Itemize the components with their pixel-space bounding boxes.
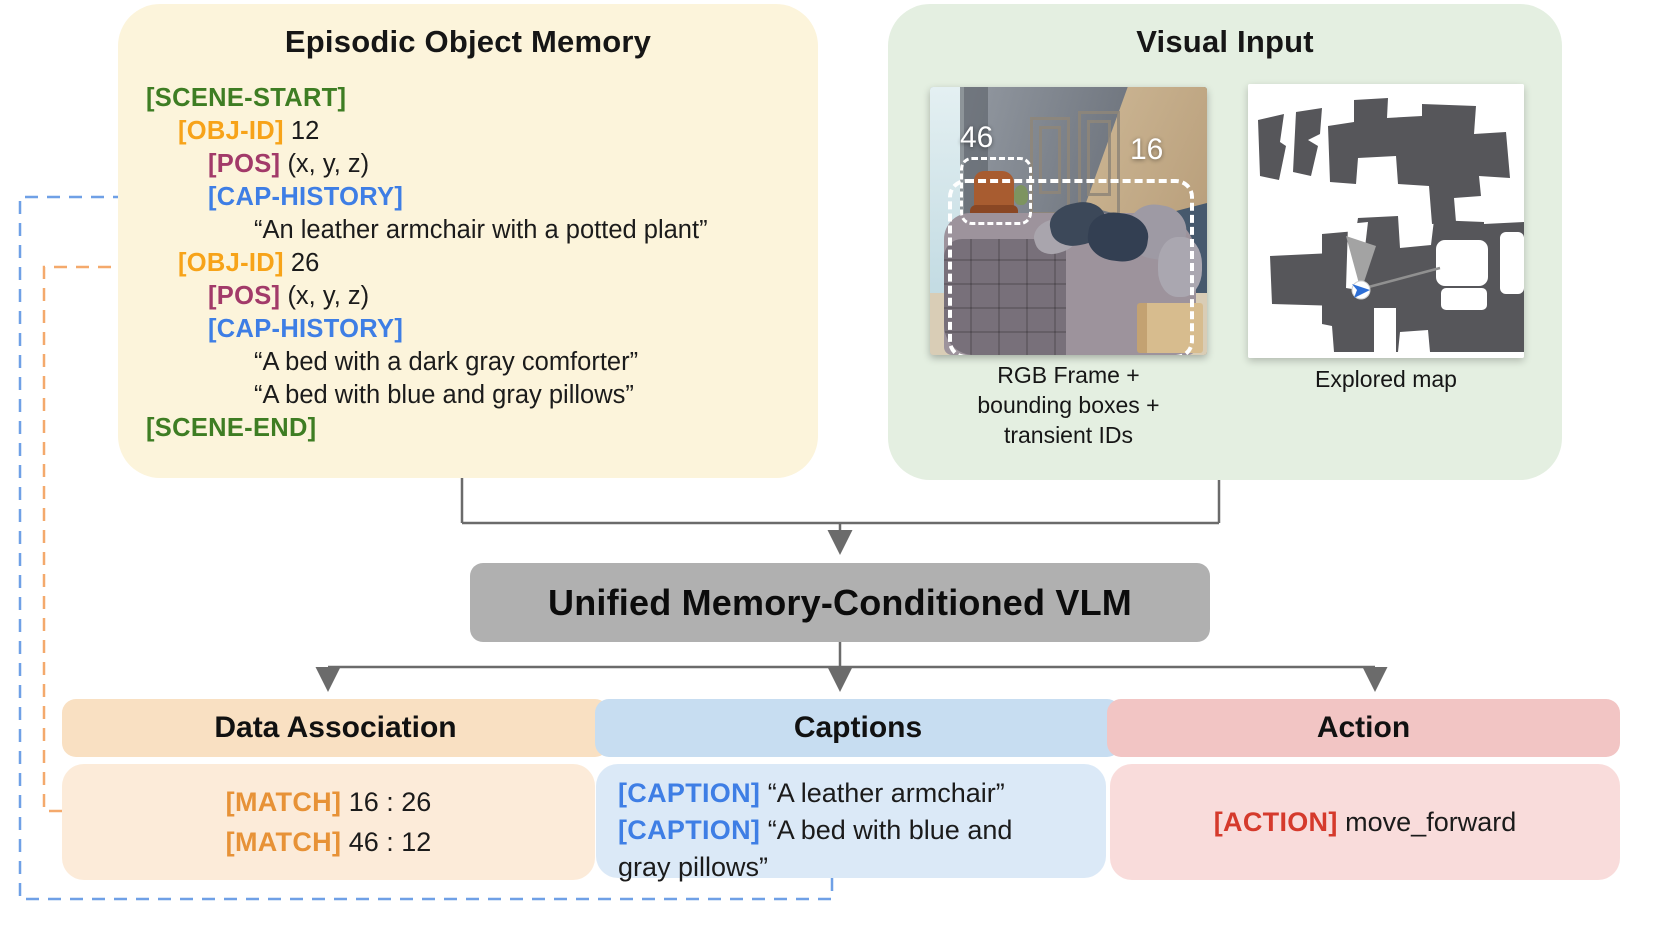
action-token: [ACTION]	[1213, 806, 1338, 837]
data-association-header: Data Association	[62, 699, 609, 757]
bbox-label-16: 16	[1130, 133, 1164, 166]
memory-line: [CAP-HISTORY]	[146, 181, 808, 214]
memory-line: [SCENE-END]	[146, 412, 808, 445]
memory-line-value: “An leather armchair with a potted plant…	[254, 216, 708, 244]
memory-line-token: [OBJ-ID]	[178, 117, 284, 145]
caption-line-token: [CAPTION]	[618, 815, 761, 845]
memory-line-token: [POS]	[208, 282, 281, 310]
visual-input-title: Visual Input	[1136, 24, 1314, 59]
captions-body: [CAPTION] “A leather armchair”[CAPTION] …	[596, 764, 1106, 882]
vlm-box: Unified Memory-Conditioned VLM	[470, 563, 1210, 642]
bedroom-potted-plant	[1014, 185, 1028, 205]
memory-line-token: [CAP-HISTORY]	[208, 315, 404, 343]
data-association-title: Data Association	[214, 711, 457, 744]
vlm-label: Unified Memory-Conditioned VLM	[548, 581, 1132, 623]
memory-line-value: (x, y, z)	[287, 282, 370, 310]
memory-token-list: [SCENE-START][OBJ-ID] 12[POS] (x, y, z)[…	[146, 82, 808, 445]
caption-line: [CAPTION] “A leather armchair”	[618, 775, 1050, 812]
memory-line: [POS] (x, y, z)	[146, 148, 808, 181]
rgb-frame-image: 46 16	[930, 87, 1207, 355]
memory-line: [POS] (x, y, z)	[146, 280, 808, 313]
memory-line-value: “A bed with a dark gray comforter”	[254, 348, 639, 376]
bbox-label-46: 46	[960, 121, 994, 154]
memory-line-token: [OBJ-ID]	[178, 249, 284, 277]
memory-line: “A bed with a dark gray comforter”	[146, 346, 808, 379]
memory-line: [OBJ-ID] 26	[146, 247, 808, 280]
caption-line: [CAPTION] “A bed with blue and gray pill…	[618, 812, 1050, 886]
memory-line-value: (x, y, z)	[287, 150, 370, 178]
memory-line-token: [SCENE-START]	[146, 84, 347, 112]
action-body: [ACTION] move_forward	[1110, 764, 1620, 880]
match-line-value: 46 : 12	[348, 827, 432, 857]
solid-flow-lines	[315, 478, 1388, 692]
action-title: Action	[1316, 711, 1411, 744]
explored-map-caption: Explored map	[1315, 366, 1457, 392]
bounding-box-bed	[948, 179, 1194, 355]
episodic-memory-title: Episodic Object Memory	[284, 24, 652, 59]
memory-line-value: 26	[290, 249, 320, 277]
explored-map-image	[1248, 84, 1524, 358]
match-line: [MATCH] 16 : 26	[226, 782, 432, 822]
memory-line: [CAP-HISTORY]	[146, 313, 808, 346]
memory-line-value: “A bed with blue and gray pillows”	[254, 381, 634, 409]
memory-line: [OBJ-ID] 12	[146, 115, 808, 148]
captions-title: Captions	[793, 711, 923, 744]
captions-header: Captions	[595, 699, 1121, 757]
action-header: Action	[1107, 699, 1620, 757]
explored-map-svg	[1248, 84, 1524, 358]
caption-line-value: “A leather armchair”	[767, 778, 1005, 808]
memory-line-token: [SCENE-END]	[146, 414, 317, 442]
memory-line: “An leather armchair with a potted plant…	[146, 214, 808, 247]
agent-heading-line	[1360, 266, 1441, 291]
action-value: move_forward	[1345, 806, 1517, 837]
memory-line-value: 12	[290, 117, 320, 145]
match-line-token: [MATCH]	[225, 827, 342, 857]
match-line-value: 16 : 26	[348, 787, 432, 817]
match-feedback-dashed-arrow	[42, 253, 152, 813]
agent-view-cone	[1346, 236, 1376, 291]
bedroom-blanket	[944, 239, 1066, 355]
match-line: [MATCH] 46 : 12	[226, 822, 432, 862]
bedroom-pillow	[1158, 237, 1202, 297]
caption-line-value: “A bed with blue and gray pillows”	[618, 815, 1013, 882]
memory-line-token: [POS]	[208, 150, 281, 178]
data-association-body: [MATCH] 16 : 26[MATCH] 46 : 12	[62, 764, 595, 880]
agent-arrow-icon	[1352, 284, 1370, 298]
rgb-frame-caption: RGB Frame + bounding boxes + transient I…	[977, 362, 1160, 448]
episodic-memory-panel: Episodic Object Memory [SCENE-START] [OBJ…	[118, 4, 818, 478]
memory-line: [SCENE-START]	[146, 82, 808, 115]
memory-line: “A bed with blue and gray pillows”	[146, 379, 808, 412]
match-line-token: [MATCH]	[225, 787, 342, 817]
memory-line-token: [CAP-HISTORY]	[208, 183, 404, 211]
caption-line-token: [CAPTION]	[618, 778, 761, 808]
